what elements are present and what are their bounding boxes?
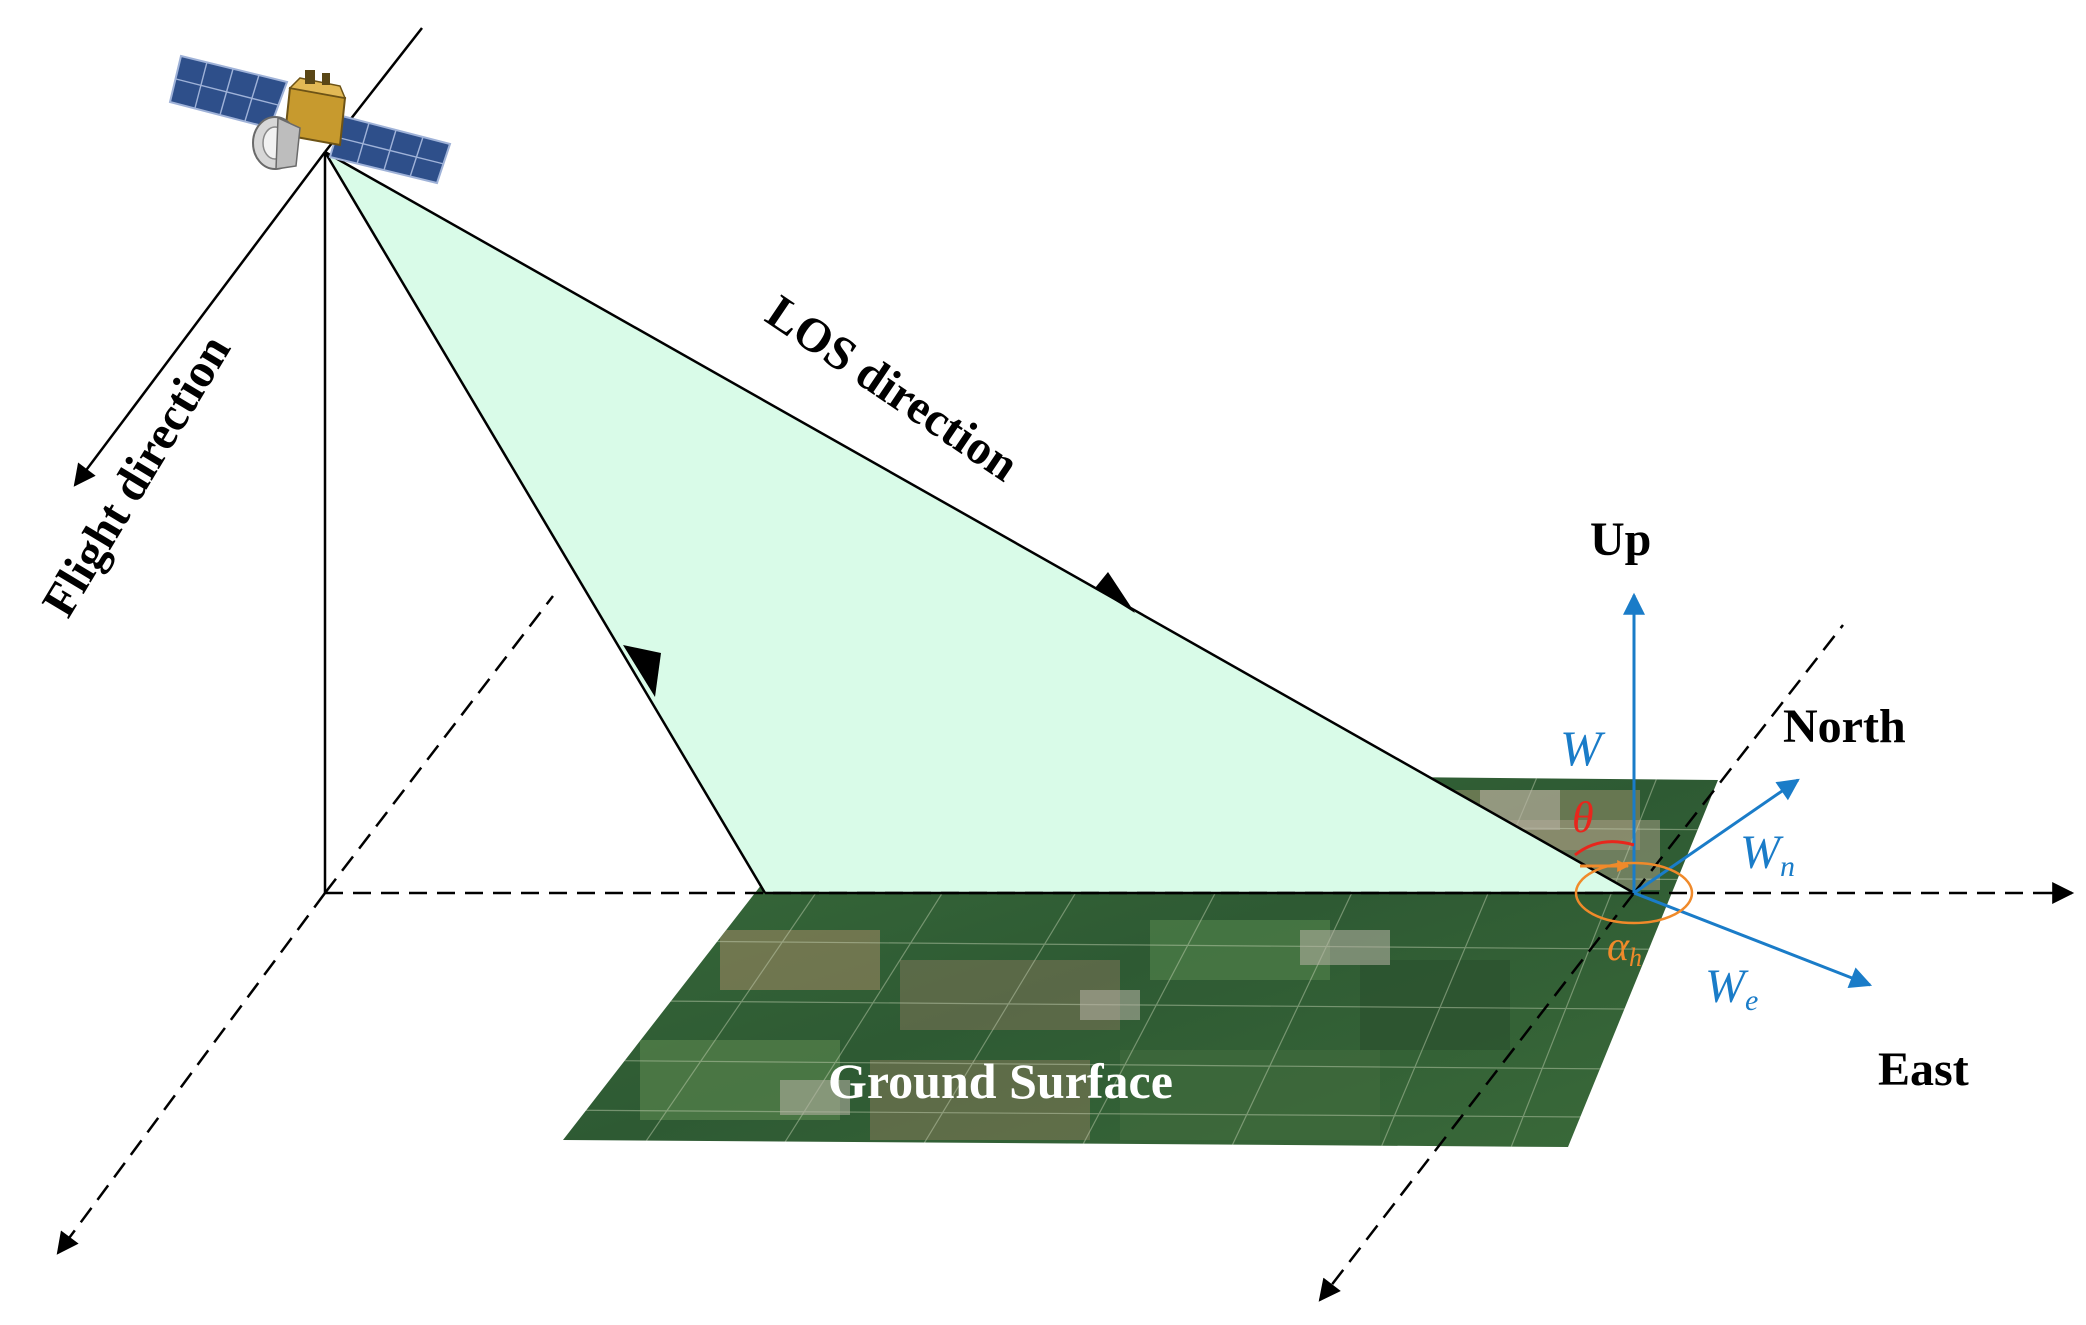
dashed-lower-left [56,892,327,1255]
flight-direction-arrow [73,151,326,487]
east-vector [1633,891,1873,989]
los-line [324,150,1635,895]
dashed-upper-left [324,595,554,894]
alpha-h-label: αh [1607,924,1642,972]
w-e-label: We [1705,960,1758,1017]
near-range-arrowhead [623,645,661,697]
alpha-arc [1574,861,1694,925]
w-n-label: Wn [1740,826,1795,883]
north-label: North [1783,700,1906,753]
theta-label: θ [1572,793,1594,842]
ground-surface-label: Ground Surface [828,1053,1173,1109]
east-label: East [1878,1043,1969,1096]
dashed-north-axis [1633,624,1844,894]
north-vector [1633,778,1800,895]
theta-arc [1574,840,1635,857]
up-label: Up [1590,513,1651,566]
near-range-line [323,151,767,894]
w-label: W [1560,720,1606,776]
flight-direction-label: Flight direction [32,326,241,626]
dashed-south-axis [1318,892,1635,1302]
satellite-icon [168,54,452,185]
los-arrowhead [1095,572,1135,613]
